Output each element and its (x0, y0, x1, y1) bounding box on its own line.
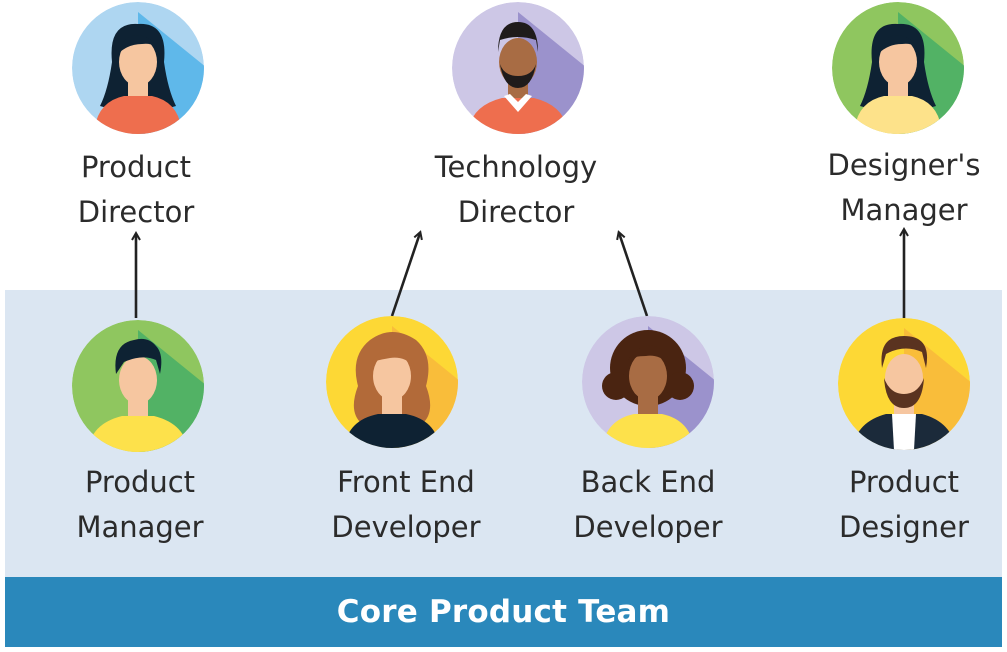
role-line: Director (457, 195, 575, 229)
role-line: Developer (573, 510, 723, 544)
technology-director-title: Technology Director (396, 145, 636, 235)
front-end-developer-title: Front End Developer (286, 460, 526, 550)
team-name: Core Product Team (336, 594, 671, 630)
role-line: Manager (840, 193, 968, 227)
back-end-developer-title: Back End Developer (528, 460, 768, 550)
product-director-title: Product Director (16, 145, 256, 235)
role-line: Product (84, 465, 196, 499)
role-line: Technology (434, 150, 598, 184)
arrow-front-end-developer-to-technology-director (390, 233, 420, 317)
curly-hair-woman-avatar-icon (326, 316, 458, 448)
afro-woman-avatar-icon (582, 316, 714, 448)
bearded-man-blazer-avatar-icon (838, 318, 970, 450)
product-manager-title: Product Manager (20, 460, 260, 550)
woman-avatar-icon (72, 2, 204, 134)
role-line: Front End (337, 465, 475, 499)
designers-manager-title: Designer's Manager (784, 143, 1007, 233)
role-line: Product (80, 150, 192, 184)
role-line: Developer (331, 510, 481, 544)
role-line: Designer's (827, 148, 981, 182)
bearded-man-avatar-icon (452, 2, 584, 134)
role-line: Director (77, 195, 195, 229)
role-line: Manager (76, 510, 204, 544)
woman-avatar-icon (832, 2, 964, 134)
role-line: Designer (839, 510, 969, 544)
role-line: Product (848, 465, 960, 499)
role-line: Back End (580, 465, 716, 499)
arrow-back-end-developer-to-technology-director (619, 233, 649, 317)
core-team-banner: Core Product Team (5, 577, 1002, 647)
product-designer-title: Product Designer (784, 460, 1007, 550)
man-avatar-icon (72, 320, 204, 452)
